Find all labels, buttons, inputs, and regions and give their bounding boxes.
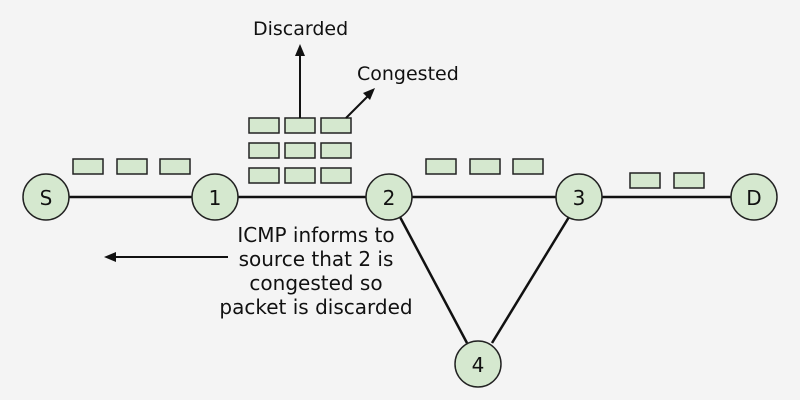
node-circle [191,173,239,221]
node-label: D [746,186,761,210]
node-1: 1 [191,173,239,221]
node-circle [730,173,778,221]
discarded-label: Discarded [253,18,348,40]
packet-queue-congested [248,117,352,184]
packet [512,158,544,175]
node-circle [365,173,413,221]
packet [159,158,191,175]
packet [248,167,280,184]
node-s: S [22,173,70,221]
link-4-3 [490,216,571,344]
packet [320,117,352,134]
packet [425,158,457,175]
icmp-note: ICMP informs to source that 2 is congest… [219,223,412,319]
icmp-note-line: packet is discarded [219,295,412,319]
link-2-4 [398,216,469,344]
packet [673,172,705,189]
node-label: 2 [383,186,396,210]
node-4: 4 [454,340,502,388]
congested-arrow [345,95,369,119]
node-label: 3 [573,186,586,210]
node-3: 3 [555,173,603,221]
icmp-arrowhead [104,252,116,262]
node-circle [454,340,502,388]
node-label: 4 [472,353,485,377]
node-2: 2 [365,173,413,221]
packets-3-d [629,172,705,189]
packet [248,142,280,159]
packet [116,158,148,175]
discarded-arrowhead [295,44,305,56]
congested-arrowhead [363,88,375,100]
packet [284,142,316,159]
node-d: D [730,173,778,221]
packet [72,158,104,175]
packet [248,117,280,134]
node-circle [555,173,603,221]
packet [469,158,501,175]
packet [320,142,352,159]
packet [284,117,316,134]
packet [629,172,661,189]
packets-s-1 [72,158,191,175]
icmp-note-line: ICMP informs to [237,223,394,247]
packet [320,167,352,184]
icmp-note-line: congested so [249,271,382,295]
node-circle [22,173,70,221]
node-label: S [40,186,53,210]
packets-2-3 [425,158,544,175]
node-label: 1 [209,186,222,210]
packet [284,167,316,184]
icmp-note-line: source that 2 is [239,247,394,271]
congested-label: Congested [357,63,459,85]
